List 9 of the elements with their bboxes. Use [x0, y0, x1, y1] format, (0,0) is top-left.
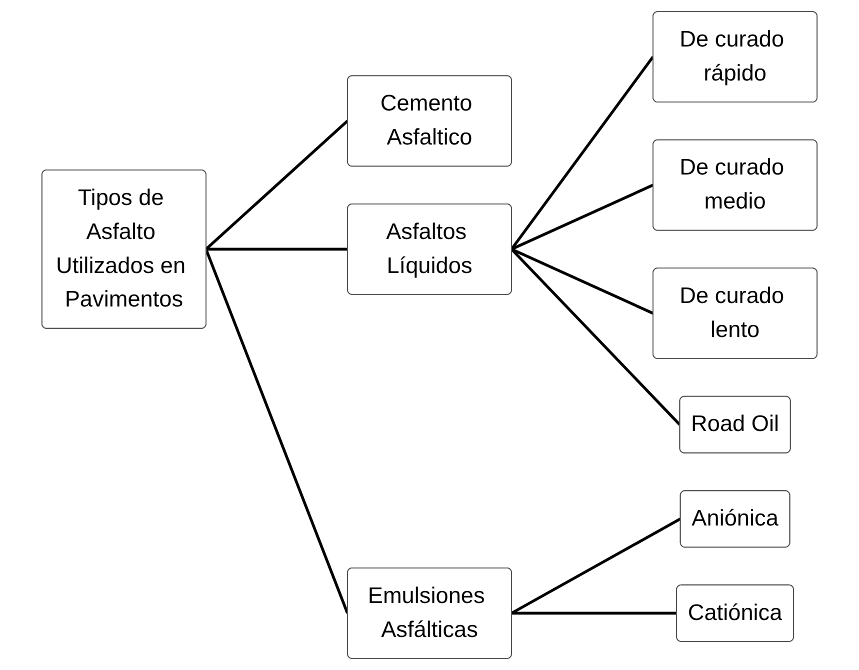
connector — [510, 518, 681, 614]
connector — [510, 248, 654, 315]
connector — [204, 248, 349, 614]
connector — [510, 56, 654, 250]
connector — [510, 184, 654, 250]
connector — [512, 612, 677, 615]
connector — [510, 248, 681, 426]
connector — [205, 120, 348, 250]
connector — [206, 248, 348, 251]
